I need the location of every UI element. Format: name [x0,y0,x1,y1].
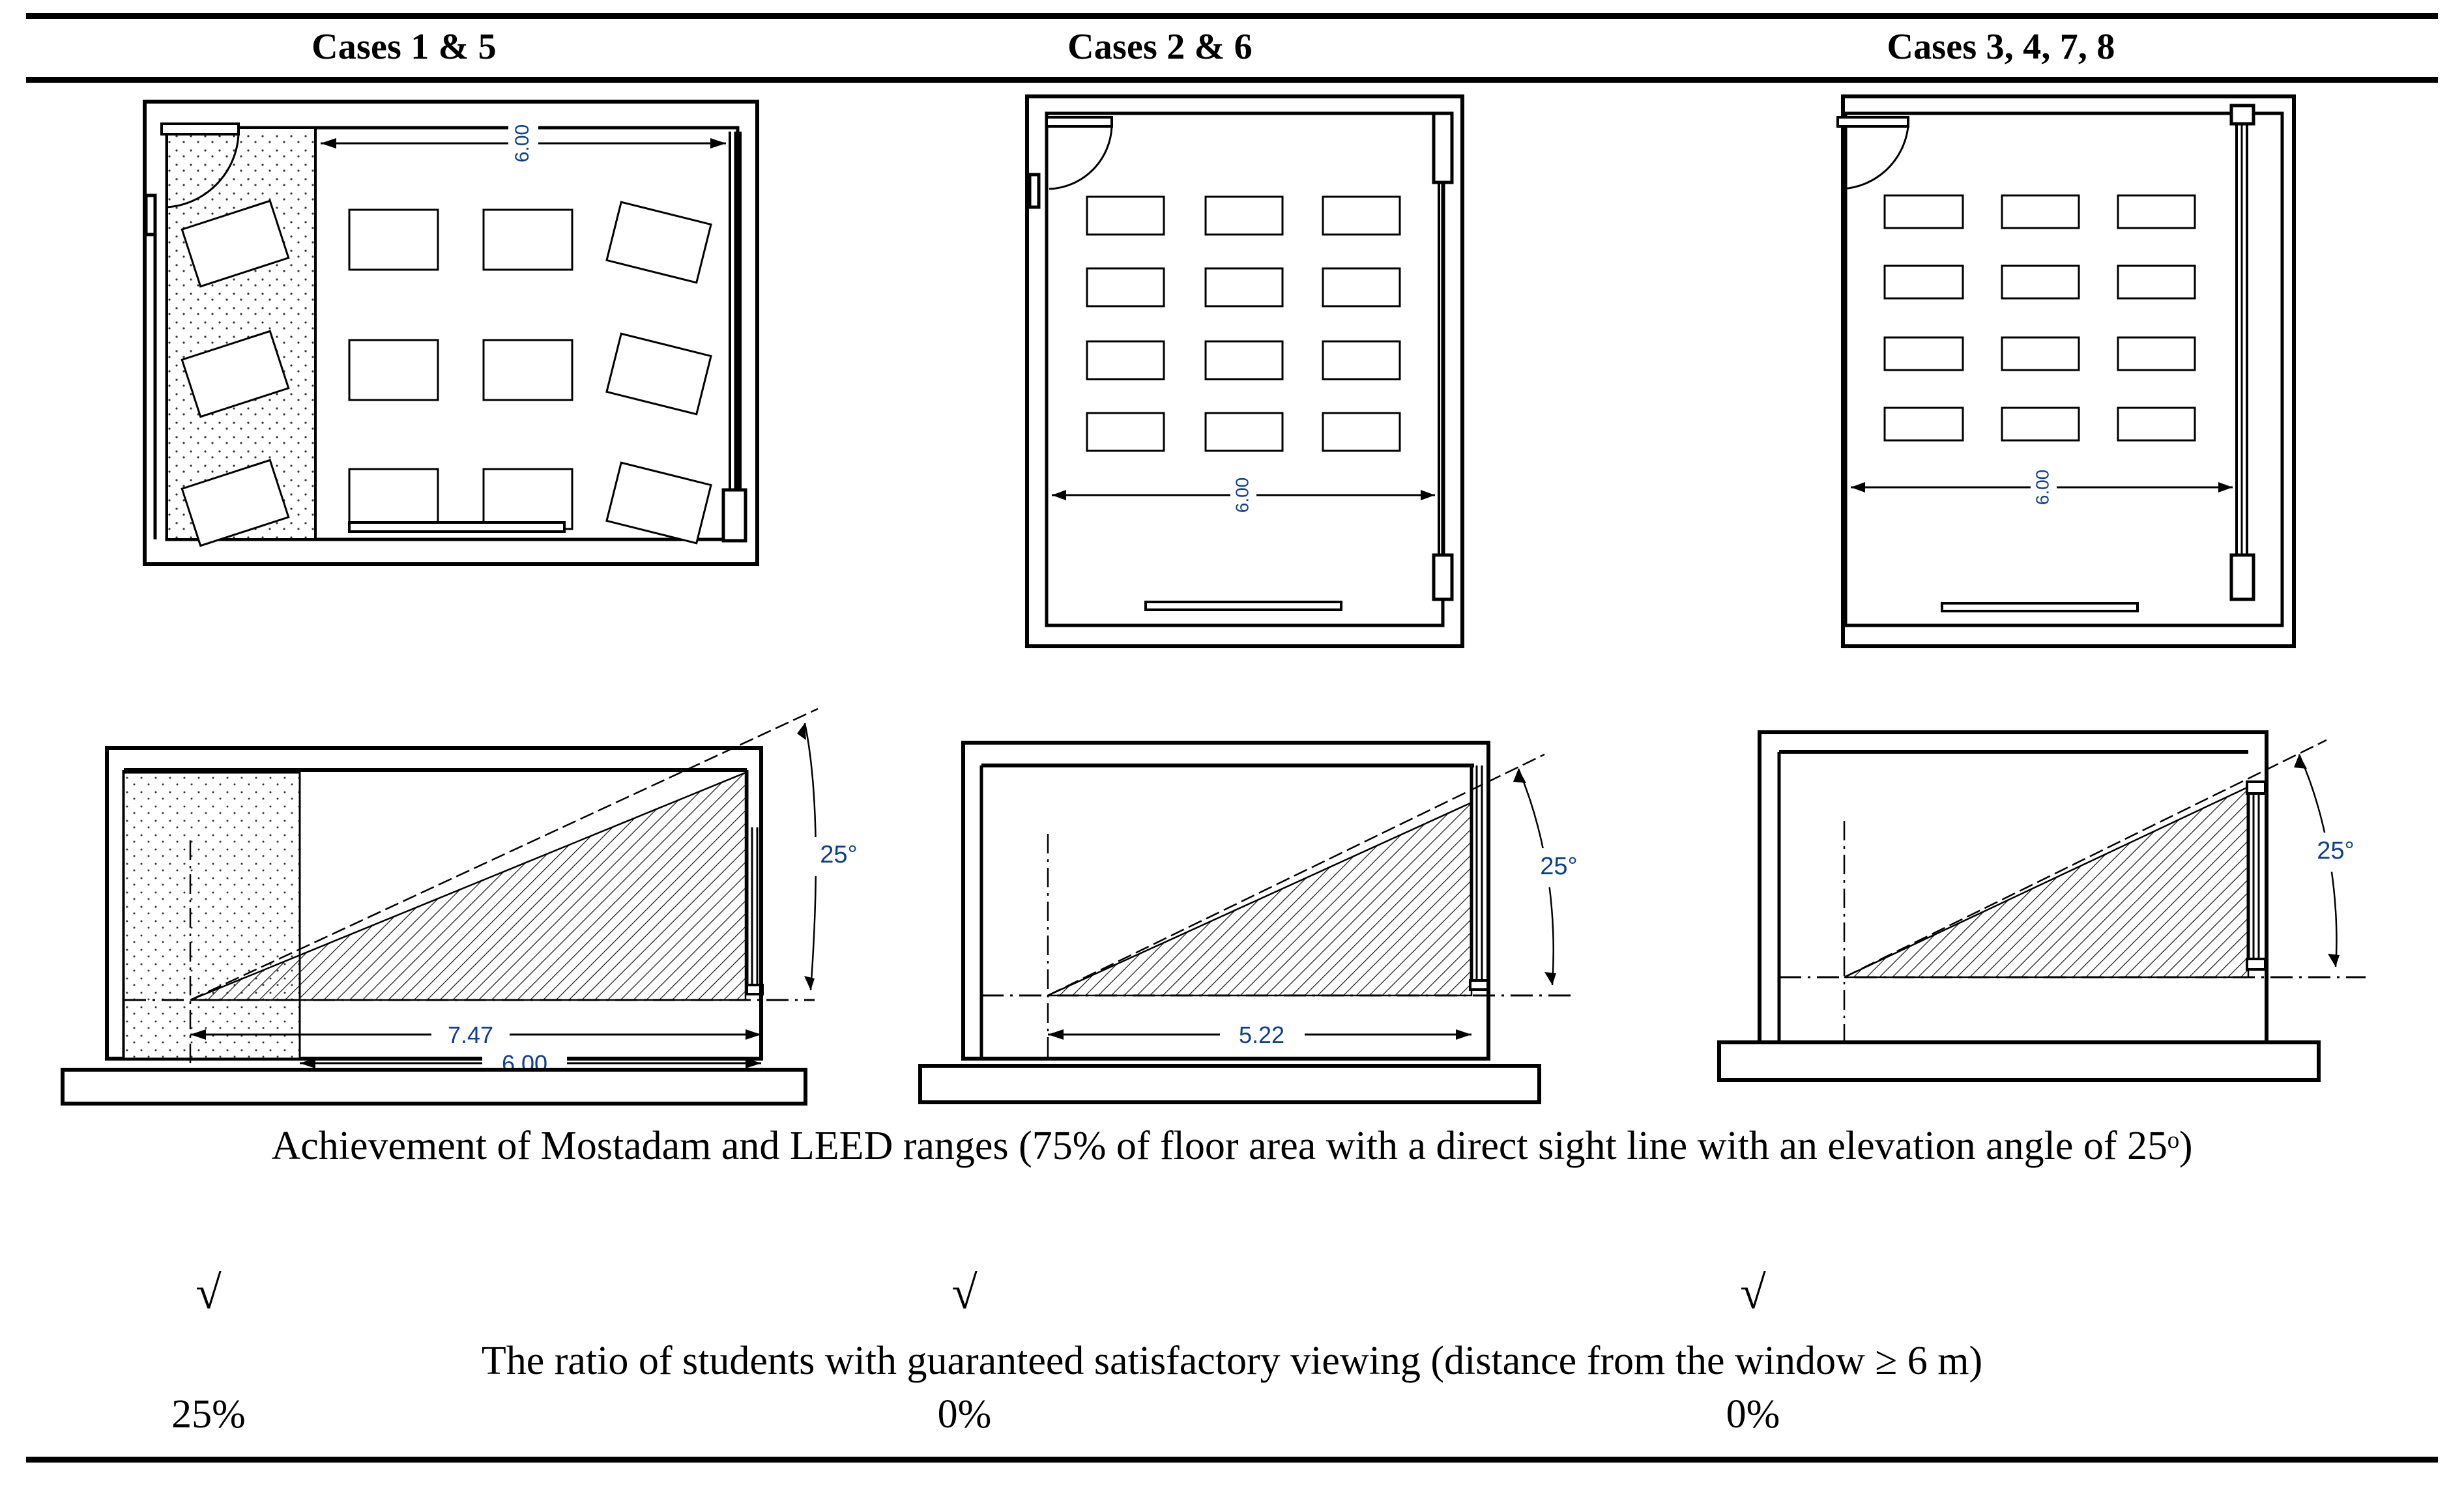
criterion-mark-cases-2-6: √ [951,1266,978,1319]
criterion-mark-cases-1-5: √ [196,1266,222,1319]
section-cases-3-4-7-8: 25° [1714,704,2431,1107]
dimension-5-22: 5.22 [1048,1018,1471,1051]
plan-cases-2-6: 6.00 [1010,91,1486,664]
criterion-caption-text: Achievement of Mostadam and LEED ranges … [271,1124,2193,1168]
column-header-label: Cases 3, 4, 7, 8 [1887,27,2115,67]
svg-text:7.47: 7.47 [448,1022,493,1048]
section-cases-2-6: 25° 5.22 [912,704,1597,1107]
ratio-caption-text: The ratio of students with guaranteed sa… [481,1339,1983,1383]
dimension-7-47: 7.47 [190,1018,761,1051]
svg-text:5.22: 5.22 [1239,1022,1284,1048]
ratio-value-cases-2-6: 0% [937,1392,992,1436]
criterion-mark-row: √ √ √ [26,1269,2438,1328]
table-rule-header [26,77,2438,83]
ratio-value-cases-1-5: 25% [171,1392,246,1436]
svg-text:6.00: 6.00 [1232,478,1252,513]
svg-text:6.00: 6.00 [512,124,533,162]
dimension-6-00: 6.00 [1851,466,2233,507]
ratio-value-cases-3-4-7-8: 0% [1726,1392,1780,1436]
svg-text:6.00: 6.00 [2032,470,2052,506]
column-header-cases-2-6: Cases 2 & 6 [782,20,1538,74]
column-header-label: Cases 2 & 6 [1067,27,1253,67]
column-header-cases-1-5: Cases 1 & 5 [26,20,782,74]
section-cases-1-5: 25° 7.47 6.00 [39,704,886,1107]
plan-cases-3-4-7-8: 6.00 [1836,91,2320,664]
table-rule-bottom [26,1457,2438,1463]
angle-label-25: 25° [820,841,857,868]
angle-label-25: 25° [2317,837,2354,864]
angle-label-25: 25° [1540,853,1577,880]
column-header-cases-3-4-7-8: Cases 3, 4, 7, 8 [1564,20,2438,74]
dimension-6-00: 6.00 [321,122,726,164]
ratio-value-row: 25% 0% 0% [26,1394,2438,1453]
ratio-caption: The ratio of students with guaranteed sa… [26,1337,2438,1386]
column-header-label: Cases 1 & 5 [312,27,497,67]
criterion-mark-cases-3-4-7-8: √ [1740,1266,1766,1319]
plan-cases-1-5: 6.00 [117,91,808,586]
table-rule-top [26,13,2438,19]
criterion-caption: Achievement of Mostadam and LEED ranges … [26,1122,2438,1171]
dimension-6-00: 6.00 [1052,474,1435,515]
